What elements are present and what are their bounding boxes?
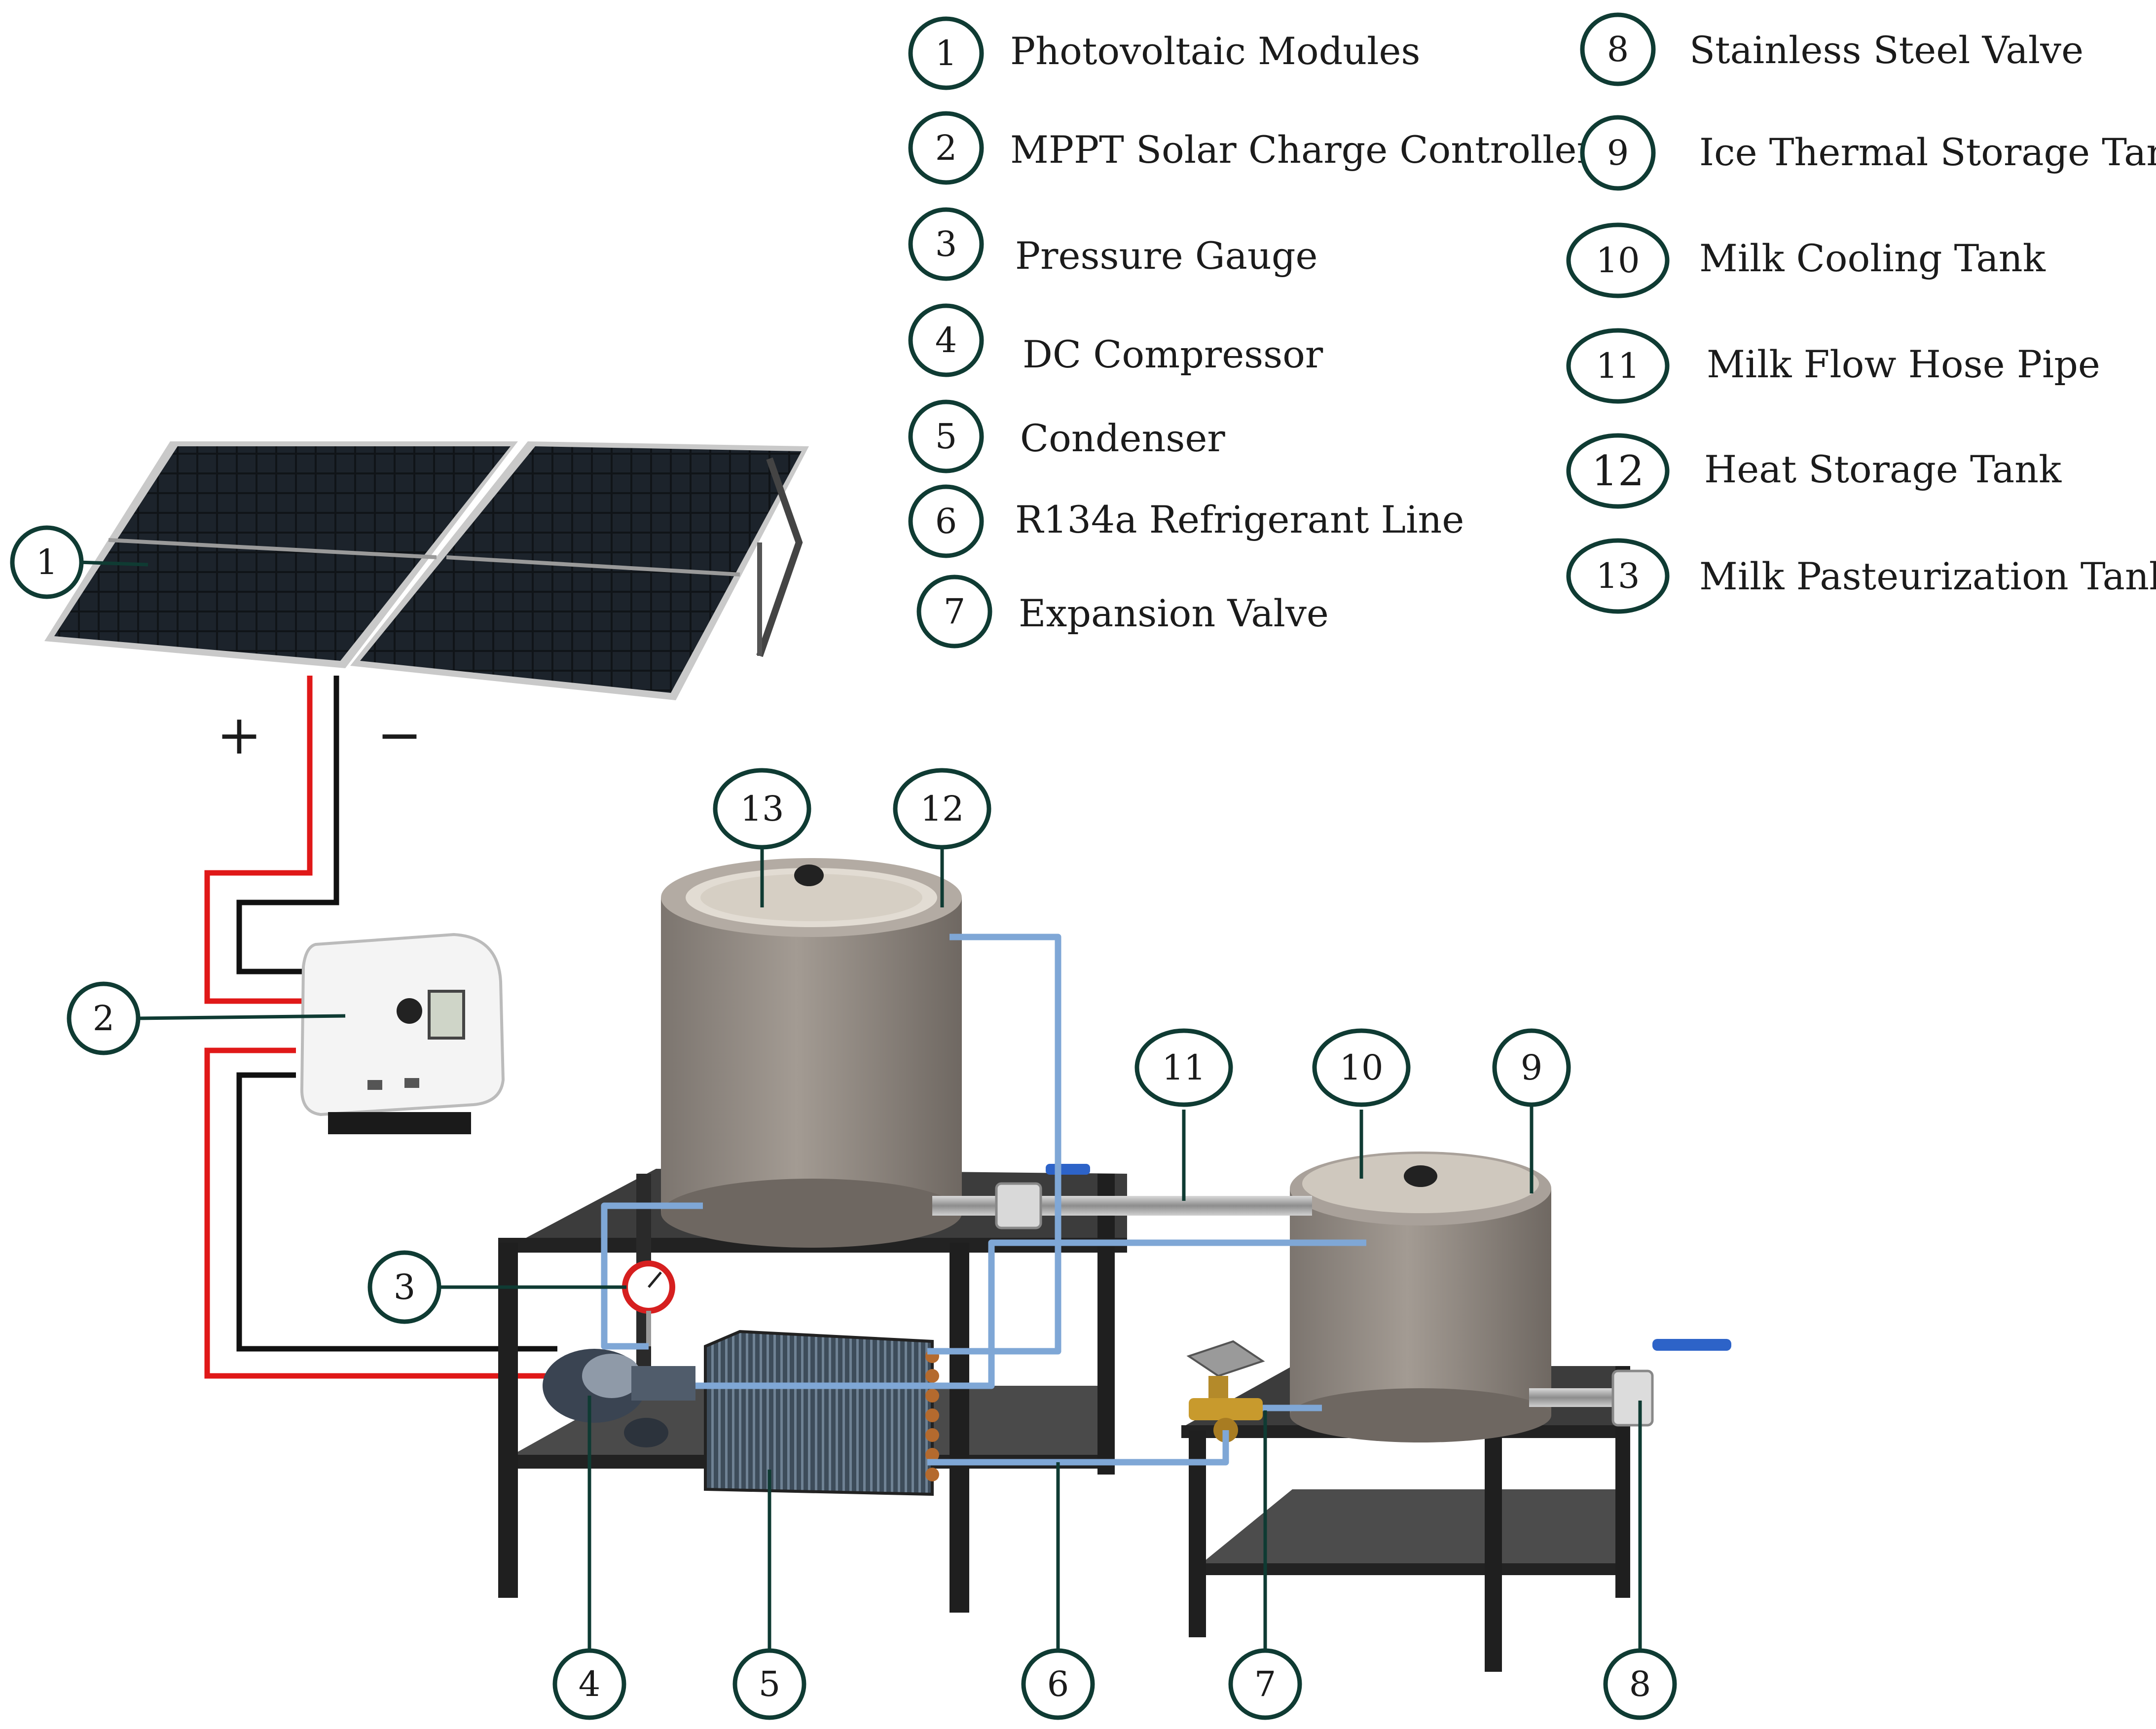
callout-8: 8: [1603, 1648, 1677, 1720]
svg-text:3: 3: [935, 224, 957, 264]
svg-text:Milk Pasteurization Tank: Milk Pasteurization Tank: [1699, 554, 2156, 598]
controller-knob-icon: [397, 998, 422, 1024]
legend-item-10: 10 Milk Cooling Tank: [1566, 222, 2046, 298]
polarity-positive: +: [217, 703, 262, 766]
pasteurization-tank: [661, 858, 962, 1248]
legend-item-1: 1 Photovoltaic Modules: [908, 16, 1420, 90]
svg-text:6: 6: [935, 501, 957, 541]
dc-compressor: [543, 1349, 695, 1447]
svg-text:Photovoltaic Modules: Photovoltaic Modules: [1010, 29, 1420, 73]
svg-text:3: 3: [394, 1267, 416, 1307]
svg-text:Pressure Gauge: Pressure Gauge: [1015, 234, 1317, 278]
positive-wire-out: [204, 1047, 557, 1379]
charge-controller: [300, 933, 505, 1134]
callout-4: 4: [552, 1648, 626, 1720]
callout-2: 2: [67, 981, 141, 1055]
photovoltaic-modules: [44, 441, 809, 700]
callout-1: 1: [10, 525, 84, 599]
svg-text:11: 11: [1162, 1047, 1206, 1088]
svg-text:DC Compressor: DC Compressor: [1023, 332, 1323, 376]
legend-item-7: 7 Expansion Valve: [916, 575, 1329, 648]
polarity-negative: −: [377, 703, 422, 766]
svg-text:10: 10: [1596, 240, 1640, 281]
callout-3: 3: [367, 1250, 441, 1324]
milk-cooling-tank: [1290, 1152, 1551, 1442]
legend-item-2: 2 MPPT Solar Charge Controller: [908, 111, 1595, 185]
lid-knob-icon: [794, 864, 824, 886]
negative-wire-out: [236, 1072, 557, 1352]
svg-text:Milk Cooling Tank: Milk Cooling Tank: [1699, 236, 2046, 280]
legend-left: 1 Photovoltaic Modules 2 MPPT Solar Char…: [908, 16, 1595, 648]
svg-text:R134a Refrigerant Line: R134a Refrigerant Line: [1015, 498, 1464, 541]
svg-text:6: 6: [1047, 1664, 1069, 1704]
negative-wire: [236, 676, 339, 974]
svg-text:11: 11: [1596, 346, 1640, 386]
legend-item-11: 11 Milk Flow Hose Pipe: [1566, 328, 2100, 404]
callout-10: 10: [1312, 1028, 1411, 1107]
svg-text:Stainless Steel Valve: Stainless Steel Valve: [1689, 28, 2083, 72]
callout-9: 9: [1492, 1028, 1571, 1107]
legend-right: 8 Stainless Steel Valve 9 Ice Thermal St…: [1566, 12, 2156, 614]
svg-text:2: 2: [935, 128, 957, 168]
lid-knob-icon: [1404, 1165, 1437, 1187]
svg-text:8: 8: [1607, 29, 1629, 70]
svg-text:MPPT Solar Charge Controller: MPPT Solar Charge Controller: [1010, 128, 1595, 172]
callout-11: 11: [1134, 1028, 1233, 1107]
valve-handle: [1652, 1339, 1731, 1351]
svg-text:7: 7: [1254, 1664, 1277, 1704]
svg-text:12: 12: [1592, 447, 1644, 495]
legend-item-13: 13 Milk Pasteurization Tank: [1566, 538, 2156, 614]
svg-text:Heat Storage Tank: Heat Storage Tank: [1704, 447, 2062, 491]
svg-text:13: 13: [740, 789, 784, 829]
svg-text:5: 5: [759, 1664, 781, 1704]
positive-wire: [204, 676, 313, 1004]
callout-7: 7: [1228, 1648, 1302, 1720]
callout-5: 5: [732, 1648, 806, 1720]
svg-text:9: 9: [1521, 1047, 1543, 1088]
dc-wiring: + −: [204, 676, 557, 1379]
svg-text:9: 9: [1607, 133, 1629, 173]
callout-13: 13: [713, 768, 811, 850]
svg-text:5: 5: [935, 416, 957, 457]
legend-item-6: 6 R134a Refrigerant Line: [908, 484, 1464, 558]
svg-text:7: 7: [944, 591, 966, 632]
legend-item-9: 9 Ice Thermal Storage Tank: [1580, 115, 2156, 191]
svg-text:10: 10: [1339, 1047, 1383, 1088]
legend-item-5: 5 Condenser: [908, 399, 1225, 473]
refrigerant-line: [601, 934, 1366, 1466]
svg-text:Ice Thermal Storage Tank: Ice Thermal Storage Tank: [1699, 130, 2156, 174]
svg-text:1: 1: [935, 33, 957, 73]
condenser: [704, 1330, 939, 1496]
legend-item-12: 12 Heat Storage Tank: [1566, 433, 2062, 509]
svg-text:Milk Flow Hose Pipe: Milk Flow Hose Pipe: [1707, 342, 2100, 386]
legend-item-3: 3 Pressure Gauge: [908, 207, 1317, 281]
legend-item-4: 4 DC Compressor: [908, 303, 1323, 377]
svg-text:13: 13: [1596, 556, 1640, 596]
svg-text:Condenser: Condenser: [1020, 416, 1225, 460]
pressure-gauge: [622, 1261, 675, 1346]
callout-6: 6: [1021, 1648, 1095, 1720]
svg-text:4: 4: [935, 320, 957, 360]
svg-text:12: 12: [920, 789, 964, 829]
legend-item-8: 8 Stainless Steel Valve: [1580, 12, 2083, 86]
svg-text:Expansion Valve: Expansion Valve: [1019, 591, 1329, 635]
svg-text:2: 2: [93, 998, 115, 1039]
callout-leaders: [78, 560, 1642, 1652]
svg-text:8: 8: [1629, 1664, 1651, 1704]
svg-text:1: 1: [36, 542, 58, 582]
svg-text:4: 4: [579, 1664, 601, 1704]
milk-flow-hose: [932, 1164, 1731, 1427]
callout-12: 12: [893, 768, 991, 850]
